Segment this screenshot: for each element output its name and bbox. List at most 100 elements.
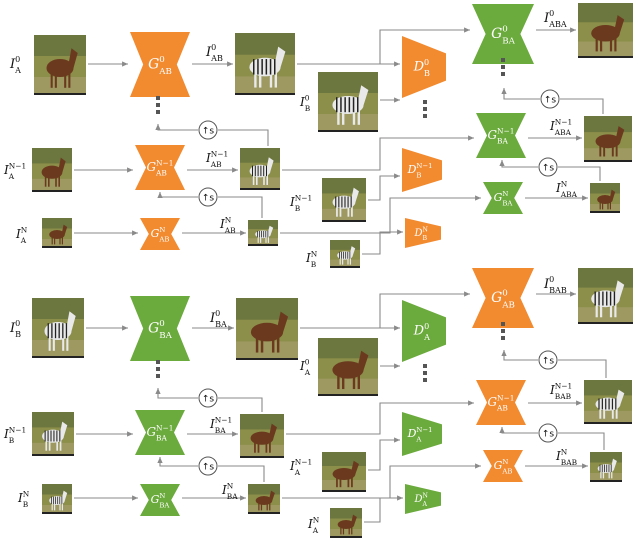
horse-image bbox=[46, 48, 78, 88]
ellipsis-dots bbox=[423, 107, 427, 111]
ellipsis-dots bbox=[423, 114, 427, 118]
line-iban1-up bbox=[218, 397, 263, 412]
line-up-gabn1 bbox=[499, 427, 538, 434]
dots-top-db bbox=[423, 100, 427, 118]
image-aba-scale-0 bbox=[578, 3, 633, 58]
line-up-gab0 bbox=[155, 124, 198, 131]
line-up-gab0 bbox=[501, 350, 538, 361]
line-ibn-dbn bbox=[362, 229, 403, 255]
dots-bot-da bbox=[423, 364, 427, 382]
zebra-image bbox=[337, 246, 356, 265]
ellipsis-dots bbox=[501, 322, 505, 326]
horse-image bbox=[49, 224, 68, 245]
ellipsis-dots bbox=[156, 103, 160, 107]
ellipsis-dots bbox=[156, 96, 160, 100]
zebra-image bbox=[249, 46, 286, 88]
zebra-image bbox=[249, 157, 274, 185]
image-aba-scale-n bbox=[590, 183, 620, 213]
horse-image bbox=[250, 423, 277, 453]
generator-ba-scale-0-top-shape bbox=[472, 4, 534, 64]
generator-ba-scale-n-shape bbox=[140, 484, 180, 516]
image-ba-scale-n-1 bbox=[240, 414, 284, 458]
image-b-scale-n-top bbox=[330, 240, 360, 268]
image-thumbnails bbox=[32, 3, 633, 538]
horse-image bbox=[332, 350, 369, 390]
line-iabn-gban bbox=[280, 195, 481, 234]
upsample-top-ab-1: ↑s bbox=[198, 120, 218, 140]
upsample-top-ba-1: ↑s bbox=[540, 89, 560, 109]
ellipsis-dots bbox=[156, 367, 160, 371]
image-a-scale-n-1-bot bbox=[322, 452, 366, 492]
line-iaban-up bbox=[558, 166, 601, 181]
discriminator-a-scale-n-1-shape bbox=[402, 412, 442, 456]
upsample-symbol: ↑s bbox=[202, 463, 215, 473]
ellipsis-dots bbox=[156, 360, 160, 364]
line-ibn1-dbn1 bbox=[368, 173, 400, 201]
line-iab0-gba0 bbox=[297, 27, 470, 65]
upsample-icon bbox=[538, 350, 558, 370]
line-ibabn1-up bbox=[558, 359, 607, 378]
image-a-scale-n-bot bbox=[330, 508, 362, 538]
zebra-image bbox=[597, 458, 617, 479]
ellipsis-dots bbox=[423, 378, 427, 382]
image-bab-scale-n-1 bbox=[584, 380, 632, 424]
line-iaban1-up bbox=[560, 98, 604, 114]
line-ibabn-up bbox=[558, 432, 605, 450]
upsample-symbol: ↑s bbox=[202, 127, 215, 137]
upsample-nodes: ↑s↑s↑s↑s↑s↑s↑s↑s bbox=[198, 89, 560, 476]
upsample-icon bbox=[198, 388, 218, 408]
horse-image bbox=[337, 514, 357, 535]
line-iban-gabn bbox=[282, 463, 481, 499]
image-a-scale-0-bot bbox=[318, 338, 378, 396]
upsample-bot-ba-2: ↑s bbox=[198, 456, 218, 476]
line-ian1-dan1 bbox=[368, 437, 400, 471]
upsample-bot-ab-1: ↑s bbox=[538, 350, 558, 370]
image-a-scale-n-1 bbox=[32, 148, 72, 192]
generator-ba-scale-0-shape bbox=[130, 296, 190, 361]
upsample-symbol: ↑s bbox=[544, 96, 557, 106]
discriminator-b-scale-0-shape bbox=[402, 36, 446, 98]
image-ba-scale-n bbox=[248, 484, 280, 514]
horse-image bbox=[591, 15, 625, 52]
line-ian-dan bbox=[364, 495, 403, 523]
dots-bot-gba bbox=[156, 360, 160, 378]
generator-ba-scale-n-1-top-shape bbox=[476, 113, 526, 158]
ellipsis-dots bbox=[501, 58, 505, 62]
